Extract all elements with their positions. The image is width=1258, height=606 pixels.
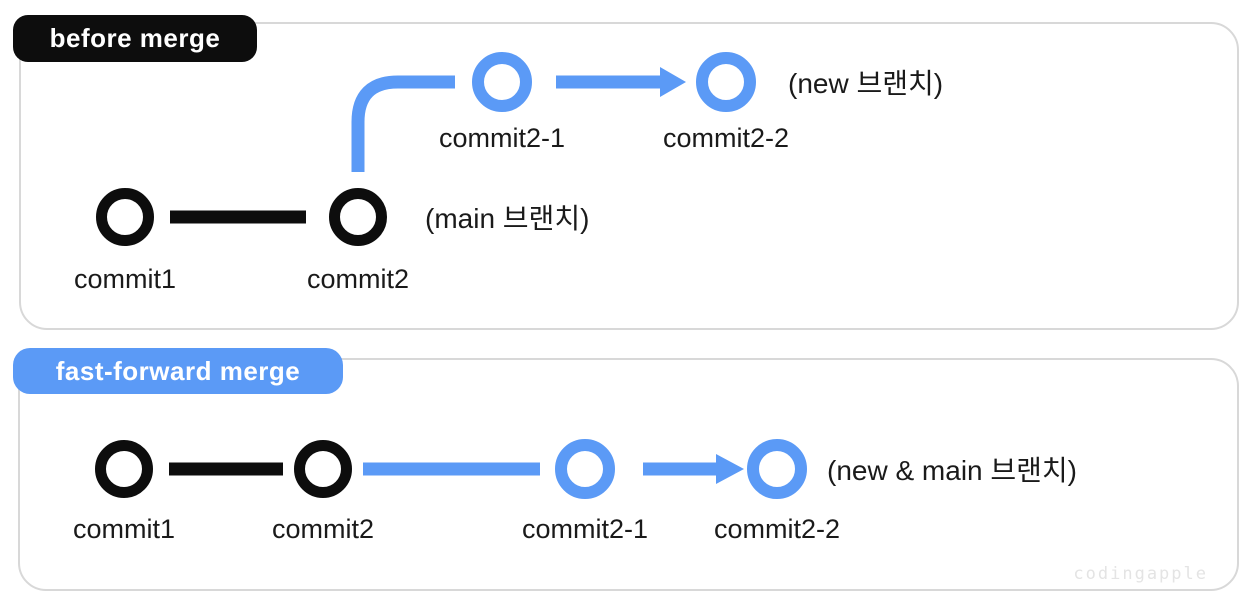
before-merge-badge: before merge	[13, 15, 257, 62]
before-merge-panel	[19, 22, 1239, 330]
codingapple-watermark: codingapple	[1073, 564, 1208, 584]
fast-forward-merge-badge: fast-forward merge	[13, 348, 343, 394]
